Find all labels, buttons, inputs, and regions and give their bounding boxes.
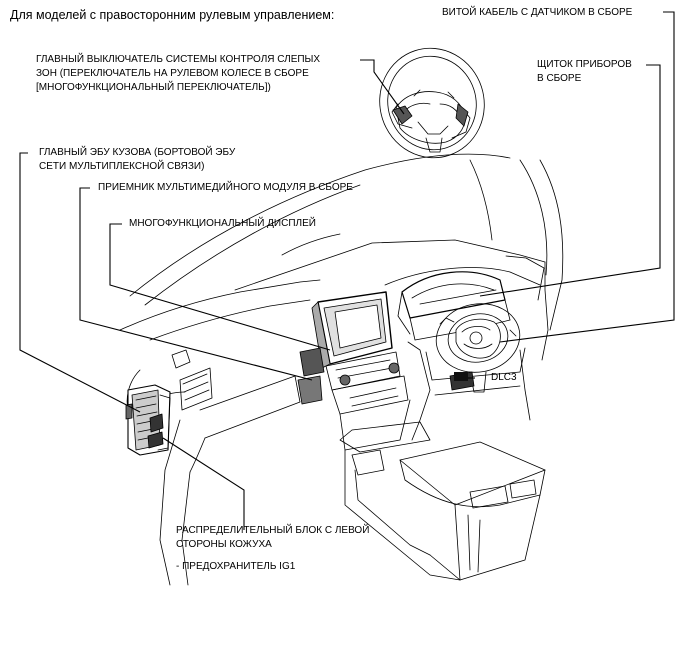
steering-wheel-inset: [379, 47, 485, 159]
dlc3-connector: [454, 372, 468, 381]
label-spiral-cable: ВИТОЙ КАБЕЛЬ С ДАТЧИКОМ В СБОРЕ: [442, 7, 633, 18]
label-fuse-ig1: - ПРЕДОХРАНИТЕЛЬ IG1: [176, 561, 296, 572]
label-blind-spot-switch-line2: ЗОН (ПЕРЕКЛЮЧАТЕЛЬ НА РУЛЕВОМ КОЛЕСЕ В С…: [36, 68, 309, 79]
center-console: [339, 421, 546, 581]
label-multifunction-display: МНОГОФУНКЦИОНАЛЬНЫЙ ДИСПЛЕЙ: [129, 218, 316, 229]
diagram-title: Для моделей с правосторонним рулевым упр…: [10, 8, 335, 22]
label-junction-block-line1: РАСПРЕДЕЛИТЕЛЬНЫЙ БЛОК С ЛЕВОЙ: [176, 525, 370, 536]
label-dlc3: DLC3: [491, 372, 517, 383]
label-junction-block-line2: СТОРОНЫ КОЖУХА: [176, 539, 272, 550]
label-blind-spot-switch-line3: [МНОГОФУНКЦИОНАЛЬНЫЙ ПЕРЕКЛЮЧАТЕЛЬ]): [36, 82, 271, 93]
steering-wheel-main: [435, 303, 521, 393]
label-combination-meter-line1: ЩИТОК ПРИБОРОВ: [537, 59, 632, 70]
label-multimedia-receiver: ПРИЕМНИК МУЛЬТИМЕДИЙНОГО МОДУЛЯ В СБОРЕ: [98, 182, 353, 193]
leader-lines: [19, 11, 675, 530]
label-blind-spot-switch-line1: ГЛАВНЫЙ ВЫКЛЮЧАТЕЛЬ СИСТЕМЫ КОНТРОЛЯ СЛЕ…: [36, 54, 321, 65]
label-body-ecu-line2: СЕТИ МУЛЬТИПЛЕКСНОЙ СВЯЗИ): [39, 161, 205, 172]
body-ecu-junction-block: [125, 384, 171, 456]
center-stack: [297, 291, 411, 451]
label-combination-meter-line2: В СБОРЕ: [537, 73, 582, 84]
label-body-ecu-line1: ГЛАВНЫЙ ЭБУ КУЗОВА (БОРТОВОЙ ЭБУ: [39, 147, 236, 158]
